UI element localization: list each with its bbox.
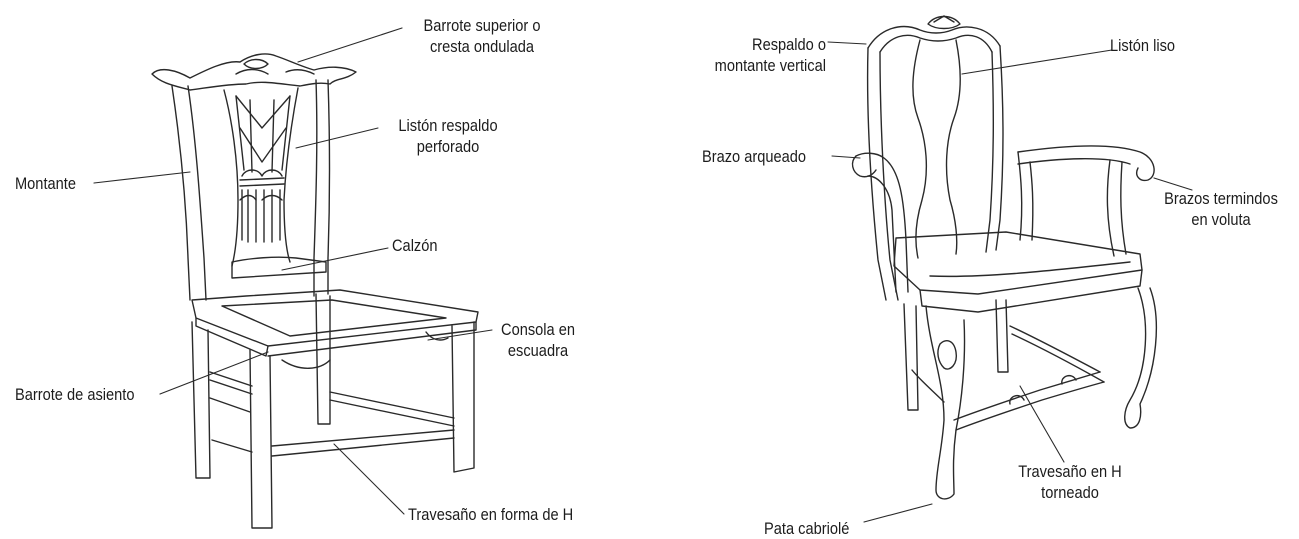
- leader-back-stile: [827, 41, 867, 45]
- leader-turned-stretcher: [1019, 385, 1065, 463]
- leader-plain-splat: [961, 49, 1113, 75]
- label-corner-bracket: Consola en escuadra: [501, 320, 575, 360]
- label-crest-rail: Barrote superior o cresta ondulada: [423, 16, 541, 56]
- label-shoe: Calzón: [392, 236, 438, 255]
- chippendale-chair: [151, 53, 479, 529]
- leader-lines: [93, 27, 1193, 523]
- leader-shoe: [281, 247, 389, 271]
- leader-corner-bracket: [427, 329, 493, 341]
- label-arched-arm: Brazo arqueado: [702, 147, 807, 166]
- leader-h-stretcher: [333, 443, 405, 515]
- leader-scroll-arms: [1153, 177, 1193, 191]
- label-turned-stretcher: Travesaño en H torneado: [1018, 462, 1122, 502]
- leader-arched-arm: [831, 155, 861, 159]
- label-plain-splat: Listón liso: [1110, 36, 1176, 55]
- label-scroll-arms: Brazos termindos en voluta: [1164, 189, 1278, 229]
- label-pierced-splat: Listón respaldo perforado: [398, 116, 498, 156]
- label-seat-rail: Barrote de asiento: [15, 385, 135, 404]
- leader-crest-rail: [297, 27, 403, 63]
- leader-seat-rail: [159, 351, 269, 395]
- label-h-stretcher: Travesaño en forma de H: [408, 505, 574, 524]
- label-back-stile: Respaldo o montante vertical: [714, 35, 826, 75]
- label-cabriole-leg: Pata cabriolé: [764, 519, 850, 538]
- leader-stile: [93, 171, 191, 184]
- label-stile: Montante: [15, 174, 76, 193]
- leader-cabriole-leg: [863, 503, 933, 523]
- queen-anne-chair: [851, 15, 1157, 500]
- leader-pierced-splat: [295, 127, 379, 149]
